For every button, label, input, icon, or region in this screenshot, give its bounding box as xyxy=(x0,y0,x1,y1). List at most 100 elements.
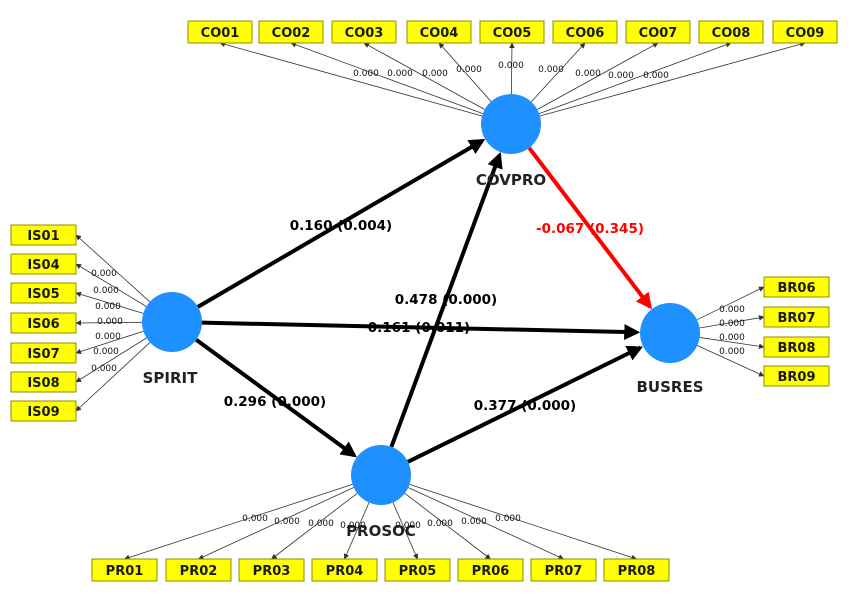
indicator-box-co02 xyxy=(258,20,324,44)
indicator-box-is06 xyxy=(10,312,77,334)
loading-label-co09: 0.000 xyxy=(643,71,669,81)
path-prosoc-to-covpro xyxy=(389,151,503,448)
latent-node-covpro[interactable] xyxy=(481,94,541,154)
indicator-links xyxy=(75,41,806,561)
indicator-label-co07: CO07 xyxy=(639,26,678,41)
indicator-box-pr07 xyxy=(530,558,597,582)
indicator-box-pr01 xyxy=(91,558,158,582)
indicator-label-is06: IS06 xyxy=(27,317,59,332)
indicator-link-co02 xyxy=(290,42,483,115)
loading-label-co04: 0.000 xyxy=(456,65,482,75)
indicator-box-co03 xyxy=(331,20,397,44)
loading-label-pr05: 0.000 xyxy=(395,521,421,531)
indicator-label-is09: IS09 xyxy=(27,405,59,420)
path-spirit-to-busres xyxy=(201,320,641,340)
indicator-label-co03: CO03 xyxy=(345,26,384,41)
path-prosoc-to-busres xyxy=(407,345,644,464)
loading-label-co07: 0.000 xyxy=(575,69,601,79)
latent-node-busres[interactable] xyxy=(640,303,700,363)
loading-label-is09: 0.000 xyxy=(91,364,117,374)
loading-label-br07: 0.000 xyxy=(719,319,745,329)
loading-label-is06: 0.000 xyxy=(97,317,123,327)
indicator-label-is04: IS04 xyxy=(27,258,59,273)
indicator-link-co05 xyxy=(509,42,515,95)
indicator-link-br08 xyxy=(699,337,765,350)
indicator-label-co06: CO06 xyxy=(566,26,605,41)
indicator-link-is05 xyxy=(75,291,144,314)
indicator-label-is07: IS07 xyxy=(27,347,59,362)
indicator-box-pr04 xyxy=(311,558,378,582)
latent-label-busres: BUSRES xyxy=(636,378,703,396)
indicator-box-co08 xyxy=(698,20,764,44)
path-label-prosoc-to-busres: 0.377 (0.000) xyxy=(474,398,576,414)
loading-label-is01: 0.000 xyxy=(91,269,117,279)
indicator-link-pr03 xyxy=(271,492,358,560)
indicator-box-is01 xyxy=(10,224,77,246)
path-spirit-to-covpro xyxy=(196,138,486,309)
indicator-label-pr05: PR05 xyxy=(399,564,437,579)
indicator-link-co01 xyxy=(219,41,483,117)
indicator-box-co09 xyxy=(772,20,838,44)
indicator-box-pr03 xyxy=(238,558,305,582)
indicator-label-pr02: PR02 xyxy=(180,564,218,579)
loading-label-pr08: 0.000 xyxy=(495,514,521,524)
indicator-label-pr08: PR08 xyxy=(618,564,656,579)
indicator-link-co07 xyxy=(537,42,659,110)
indicator-label-is05: IS05 xyxy=(27,287,59,302)
loading-label-pr02: 0.000 xyxy=(274,517,300,527)
indicator-box-is08 xyxy=(10,371,77,393)
path-covpro-to-busres xyxy=(527,146,652,310)
indicator-label-co02: CO02 xyxy=(272,26,311,41)
indicator-link-is08 xyxy=(75,337,147,383)
path-label-spirit-to-prosoc: 0.296 (0.000) xyxy=(224,394,326,410)
indicator-box-pr06 xyxy=(457,558,524,582)
indicator-link-br06 xyxy=(696,286,765,321)
indicator-link-pr06 xyxy=(404,492,491,560)
indicator-link-pr05 xyxy=(392,502,419,560)
indicator-link-pr07 xyxy=(408,487,565,560)
indicator-link-pr04 xyxy=(343,502,370,560)
indicator-box-br09 xyxy=(763,365,830,387)
indicator-label-br09: BR09 xyxy=(777,370,815,385)
indicator-label-pr04: PR04 xyxy=(326,564,364,579)
loading-label-pr04: 0.000 xyxy=(340,521,366,531)
path-label-prosoc-to-covpro: 0.478 (0.000) xyxy=(395,292,497,308)
path-label-spirit-to-covpro: 0.160 (0.004) xyxy=(290,218,392,234)
indicator-link-is01 xyxy=(75,234,151,303)
indicator-label-co04: CO04 xyxy=(420,26,459,41)
path-spirit-to-prosoc xyxy=(195,338,357,458)
path-labels: 0.000 0.000 0.000 0.000 0.000 0.000 0.000 0.000… xyxy=(91,61,745,531)
loading-label-br09: 0.000 xyxy=(719,347,745,357)
latent-label-prosoc: PROSOC xyxy=(346,522,416,540)
indicator-label-is08: IS08 xyxy=(27,376,59,391)
indicator-label-pr01: PR01 xyxy=(106,564,144,579)
indicator-link-co06 xyxy=(530,42,586,103)
loading-label-co05: 0.000 xyxy=(498,61,524,71)
loading-label-co01: 0.000 xyxy=(353,69,379,79)
indicator-box-pr05 xyxy=(384,558,451,582)
indicator-box-co07 xyxy=(625,20,691,44)
indicator-box-br08 xyxy=(763,336,830,358)
indicator-box-is07 xyxy=(10,342,77,364)
loading-label-is07: 0.000 xyxy=(95,332,121,342)
indicator-link-pr01 xyxy=(123,483,353,561)
indicator-box-br06 xyxy=(763,276,830,298)
latent-node-spirit[interactable] xyxy=(142,292,202,352)
indicator-box-pr02 xyxy=(165,558,232,582)
loading-label-co02: 0.000 xyxy=(387,69,413,79)
loading-label-is08: 0.000 xyxy=(93,347,119,357)
loading-label-pr06: 0.000 xyxy=(427,519,453,529)
indicator-box-is05 xyxy=(10,282,77,304)
loading-label-co08: 0.000 xyxy=(608,71,634,81)
loading-label-co03: 0.000 xyxy=(422,69,448,79)
indicator-label-pr03: PR03 xyxy=(253,564,291,579)
indicator-label-pr07: PR07 xyxy=(545,564,583,579)
loading-label-co06: 0.000 xyxy=(538,65,564,75)
indicator-box-co01 xyxy=(187,20,253,44)
indicator-box-br07 xyxy=(763,306,830,328)
loading-label-br08: 0.000 xyxy=(719,333,745,343)
latent-node-prosoc[interactable] xyxy=(351,445,411,505)
indicator-label-br07: BR07 xyxy=(777,311,815,326)
